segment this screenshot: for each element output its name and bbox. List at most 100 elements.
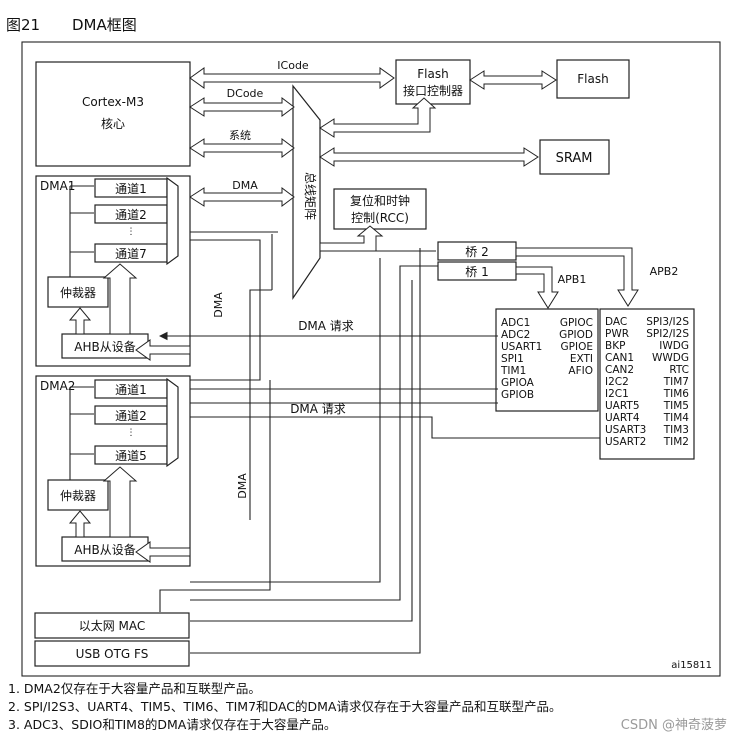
apb2-periph-b-10: TIM2	[663, 436, 689, 448]
dma2-ahb-label: AHB从设备	[74, 543, 135, 557]
rcc-line1: 复位和时钟	[350, 193, 410, 208]
dma2-request-label: DMA 请求	[290, 402, 346, 416]
flash-ctrl-line2: 接口控制器	[403, 83, 463, 98]
dma2-ahb-channel-arrow	[102, 466, 138, 538]
dma1-ellipsis: ⋮	[127, 227, 136, 237]
flashctrl-flash-bus	[469, 70, 557, 90]
apb2-periph-b-7: TIM5	[663, 400, 689, 412]
apb2-periph-b-3: WWDG	[652, 352, 689, 364]
figure-code: ai15811	[671, 660, 712, 671]
matrix-rcc-bus	[319, 225, 384, 252]
system-label: 系统	[229, 129, 251, 142]
apb1-periph-a-2: USART1	[501, 341, 542, 353]
dma2-ellipsis: ⋮	[127, 428, 136, 438]
figure-name: DMA框图	[72, 16, 137, 34]
dma1-arbiter-links	[69, 185, 94, 277]
rcc-block	[333, 188, 427, 230]
dma1-request-label: DMA 请求	[298, 319, 354, 333]
apb1-label: APB1	[558, 273, 587, 286]
dma2-ahb-slave	[61, 536, 149, 562]
peripheral-links	[190, 258, 438, 601]
cortex-line2: 核心	[101, 117, 125, 131]
dma1-label: DMA1	[40, 179, 75, 193]
usb-label: USB OTG FS	[76, 647, 149, 661]
apb2-periph-a-7: UART5	[605, 400, 640, 412]
sram-block	[539, 139, 610, 175]
icode-bus	[189, 67, 395, 89]
ethernet-mac-block	[34, 612, 190, 639]
apb1-bus	[515, 266, 559, 309]
dma2-ch5-label: 通道5	[115, 449, 147, 463]
dma1-ahb-label: AHB从设备	[74, 340, 135, 354]
matrix-sram-bus	[319, 147, 539, 167]
apb2-periph-a-6: I2C1	[605, 388, 629, 400]
apb1-periph-a-3: SPI1	[501, 353, 524, 365]
dma-vertical-label-2: DMA	[236, 473, 249, 499]
apb2-label: APB2	[650, 265, 679, 278]
dma1-ahb-arbiter-arrow	[68, 307, 92, 335]
apb1-periph-b-3: EXTI	[570, 353, 593, 365]
apb1-periph-a-5: GPIOA	[501, 377, 535, 389]
ethernet-usb-links	[190, 248, 421, 654]
diagram-frame	[21, 41, 721, 677]
apb2-col1: DACPWRBKPCAN1CAN2I2C2I2C1UART5UART4USART…	[605, 316, 646, 448]
usb-otg-block	[34, 640, 190, 667]
flash-label: Flash	[577, 72, 608, 86]
dma-vertical-label-1: DMA	[212, 292, 225, 318]
apb2-bus	[515, 247, 639, 307]
dma2-arbiter	[47, 479, 109, 511]
dma2-ch2-label: 通道2	[115, 409, 147, 423]
apb1-periph-b-0: GPIOC	[560, 317, 593, 329]
matrix-flash-bus	[319, 97, 437, 138]
dma1-arbiter	[47, 276, 109, 308]
apb1-periph-a-1: ADC2	[501, 329, 530, 341]
apb2-periph-b-6: TIM6	[663, 388, 690, 400]
dma-bus-label: DMA	[232, 179, 258, 192]
cortex-line1: Cortex-M3	[82, 95, 144, 109]
dma1-request-arrow	[135, 339, 191, 361]
figure-title: 图21 DMA框图	[6, 14, 137, 35]
apb2-periph-a-3: CAN1	[605, 352, 634, 364]
bridge2-label: 桥 2	[465, 245, 488, 259]
flash-controller-block	[395, 59, 471, 105]
ethernet-label: 以太网 MAC	[79, 618, 146, 633]
apb2-periph-a-9: USART3	[605, 424, 646, 436]
apb1-periph-a-4: TIM1	[500, 365, 526, 377]
dma2-request-from-apb2	[190, 416, 600, 439]
ethernet-master-link	[159, 380, 271, 612]
dma2-label: DMA2	[40, 379, 75, 393]
apb2-periph-b-0: SPI3/I2S	[646, 316, 689, 328]
apb2-periph-a-4: CAN2	[605, 364, 634, 376]
dma-request-links	[190, 388, 498, 404]
apb2-periph-b-1: SPI2/I2S	[646, 328, 689, 340]
dma1-ahb-slave	[61, 333, 149, 359]
footnote-3: 3. ADC3、SDIO和TIM8的DMA请求仅存在于大容量产品。	[8, 717, 337, 732]
apb2-periph-b-8: TIM4	[663, 412, 690, 424]
apb1-periph-a-6: GPIOB	[501, 389, 534, 401]
apb2-col2: SPI3/I2SSPI2/I2SIWDGWWDGRTCTIM7TIM6TIM5T…	[646, 316, 689, 448]
dma1-ahb-channel-arrow	[102, 263, 138, 335]
system-bus	[189, 138, 295, 158]
dma2-master-path	[249, 234, 273, 520]
apb2-periph-a-5: I2C2	[605, 376, 629, 388]
apb2-periph-a-8: UART4	[605, 412, 640, 424]
bridge1-label: 桥 1	[465, 265, 488, 279]
sram-label: SRAM	[556, 151, 593, 166]
dma1-ch2-label: 通道2	[115, 208, 147, 222]
flash-block	[556, 59, 630, 99]
apb2-periph-b-2: IWDG	[659, 340, 689, 352]
apb1-periph-b-4: AFIO	[568, 365, 593, 377]
icode-label: ICode	[277, 59, 309, 72]
apb1-periph-b-2: GPIOE	[561, 341, 593, 353]
dma2-arbiter-links	[69, 386, 94, 480]
apb2-periph-b-5: TIM7	[663, 376, 689, 388]
figure-number: 图21	[6, 16, 41, 34]
apb2-periph-a-10: USART2	[605, 436, 646, 448]
apb1-periph-b-1: GPIOD	[559, 329, 593, 341]
flash-ctrl-line1: Flash	[417, 67, 448, 81]
dma1-mux	[166, 176, 179, 266]
dma2-ch1-label: 通道1	[115, 383, 147, 397]
apb2-periph-b-9: TIM3	[663, 424, 689, 436]
